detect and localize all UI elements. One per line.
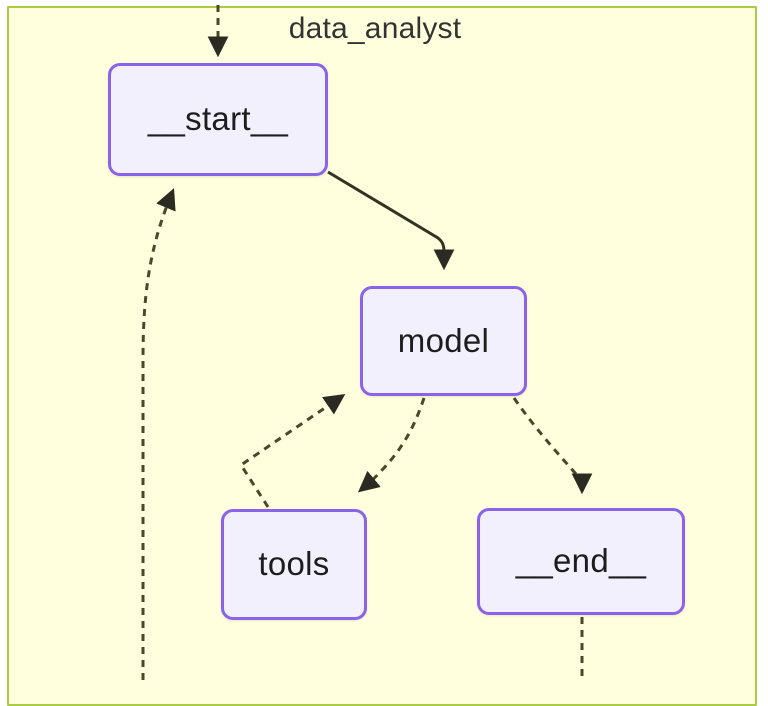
edge-model-to-end — [512, 397, 593, 495]
edge-start-to-model — [327, 170, 455, 271]
graph-node-end[interactable]: __end__ — [477, 508, 685, 615]
graph-node-tools-label: tools — [258, 545, 330, 582]
graph-node-tools[interactable]: tools — [221, 509, 367, 620]
graph-node-start[interactable]: __start__ — [108, 63, 328, 176]
graph-node-model-label: model — [397, 321, 490, 359]
edge-tools-to-model — [238, 394, 346, 508]
graph-node-model[interactable]: model — [360, 286, 527, 396]
edge-model-to-tools — [357, 397, 426, 493]
graph-node-start-label: __start__ — [147, 100, 289, 137]
edge-external-left-to-start — [141, 188, 176, 680]
diagram-canvas: data_analyst __start__ model t — [7, 0, 757, 706]
graph-node-end-label: __end__ — [515, 542, 647, 579]
